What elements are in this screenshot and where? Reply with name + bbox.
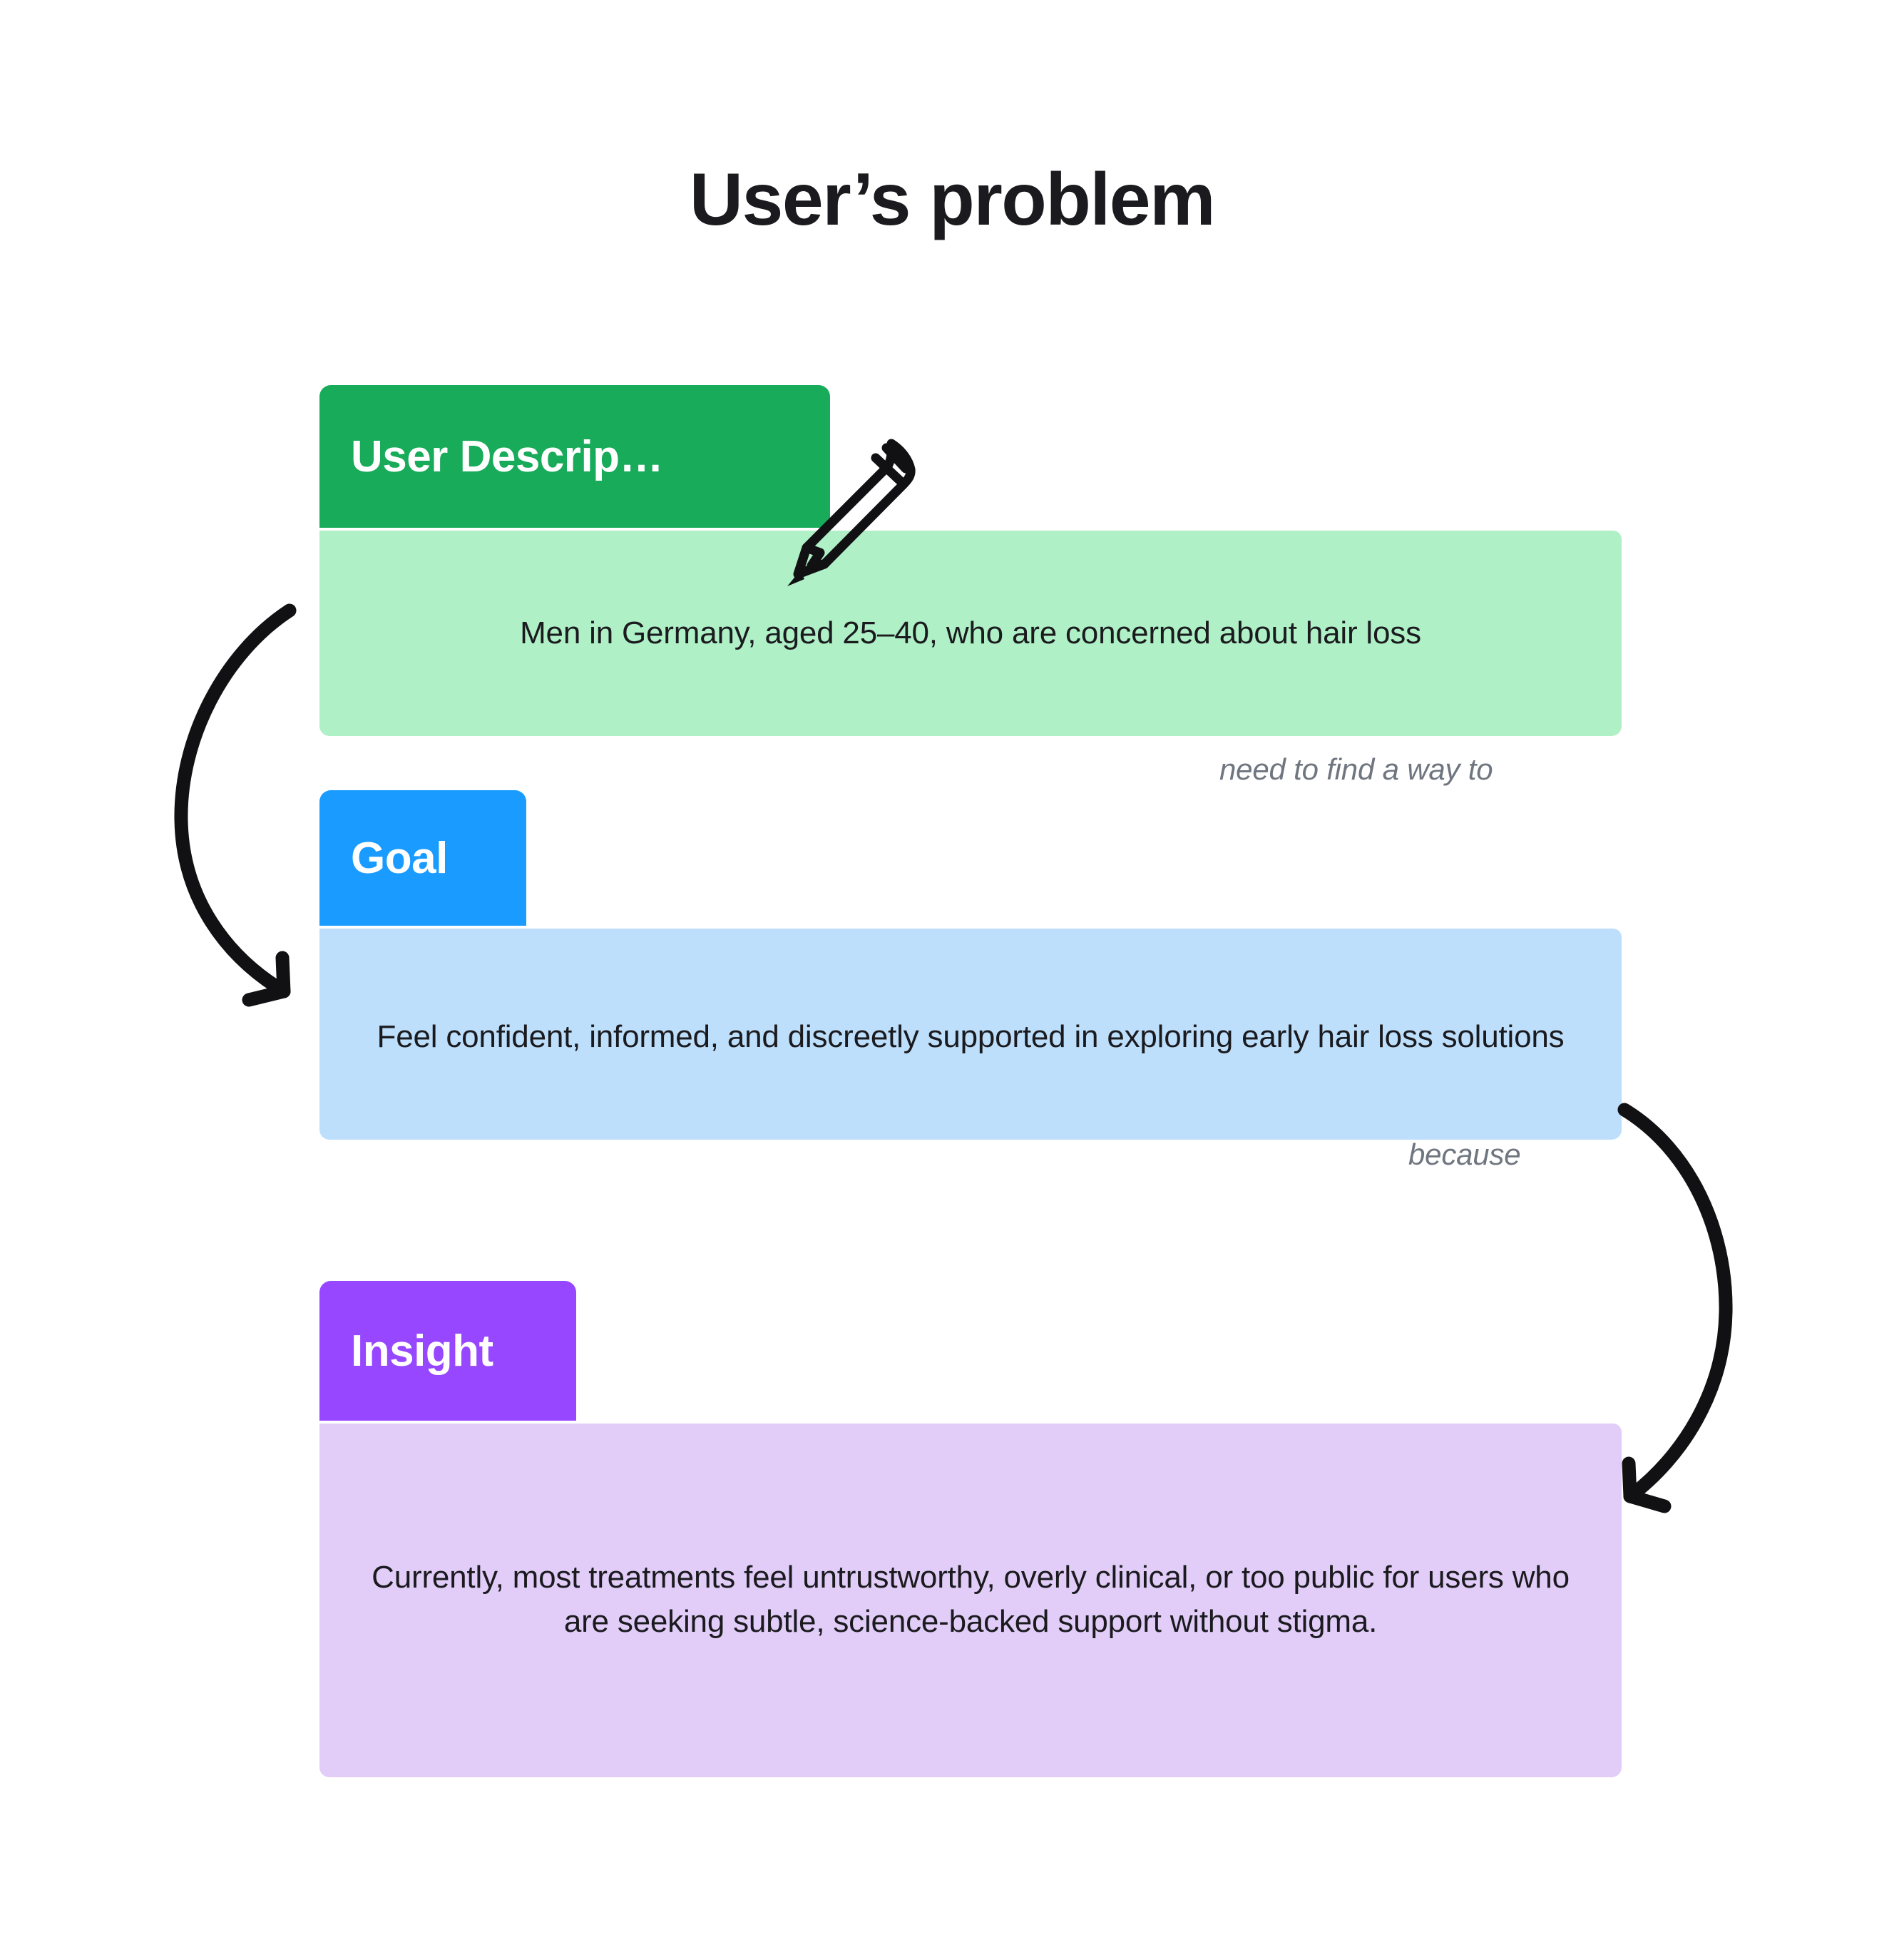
tab-user-description[interactable]: User Descrip… xyxy=(319,385,830,528)
card-insight[interactable]: Currently, most treatments feel untrustw… xyxy=(319,1424,1622,1777)
page-title: User’s problem xyxy=(689,158,1216,241)
card-user-description[interactable]: Men in Germany, aged 25–40, who are conc… xyxy=(319,531,1622,736)
tab-goal-label: Goal xyxy=(351,833,448,883)
card-user-description-text: Men in Germany, aged 25–40, who are conc… xyxy=(520,615,1421,650)
curved-arrow-down-right-icon xyxy=(1590,1084,1818,1533)
tab-insight-label: Insight xyxy=(351,1326,493,1376)
card-insight-text: Currently, most treatments feel untrustw… xyxy=(372,1559,1570,1639)
card-goal[interactable]: Feel confident, informed, and discreetly… xyxy=(319,929,1622,1140)
tab-insight[interactable]: Insight xyxy=(319,1281,576,1421)
tab-user-description-label: User Descrip… xyxy=(351,431,664,481)
connector-label-because: because xyxy=(1408,1138,1521,1171)
card-goal-text: Feel confident, informed, and discreetly… xyxy=(377,1018,1565,1054)
connector-label-need-to-find-a-way-to: need to find a way to xyxy=(1219,752,1493,786)
tab-goal[interactable]: Goal xyxy=(319,790,526,926)
